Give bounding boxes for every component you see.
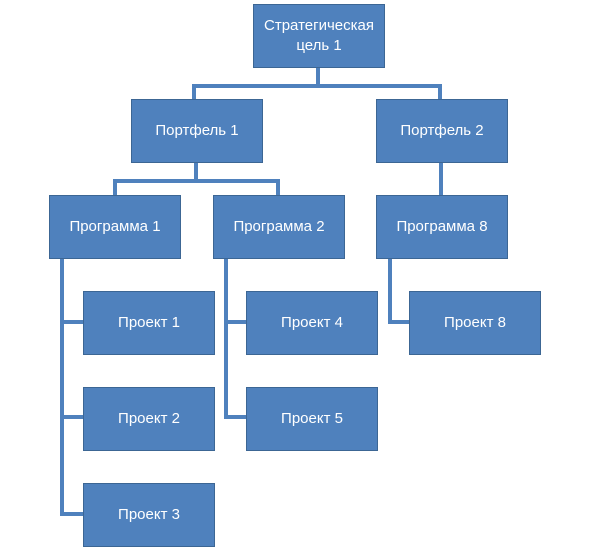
node-portfolio-2: Портфель 2 xyxy=(376,99,508,163)
node-project-2: Проект 2 xyxy=(83,387,215,451)
connector-program1-projects xyxy=(60,259,84,516)
node-project-8: Проект 8 xyxy=(409,291,541,355)
connector-goal-portfolios xyxy=(192,84,442,100)
node-program-1: Программа 1 xyxy=(49,195,181,259)
node-project-3: Проект 3 xyxy=(83,483,215,547)
connector-program8-project8 xyxy=(388,259,410,324)
node-project-5: Проект 5 xyxy=(246,387,378,451)
connector-portfolio1-programs xyxy=(113,179,280,195)
node-project-1: Проект 1 xyxy=(83,291,215,355)
node-portfolio-1: Портфель 1 xyxy=(131,99,263,163)
node-strategic-goal: Стратегическая цель 1 xyxy=(253,4,385,68)
connector-program2-projects xyxy=(224,259,248,419)
node-program-8: Программа 8 xyxy=(376,195,508,259)
node-project-4: Проект 4 xyxy=(246,291,378,355)
node-program-2: Программа 2 xyxy=(213,195,345,259)
